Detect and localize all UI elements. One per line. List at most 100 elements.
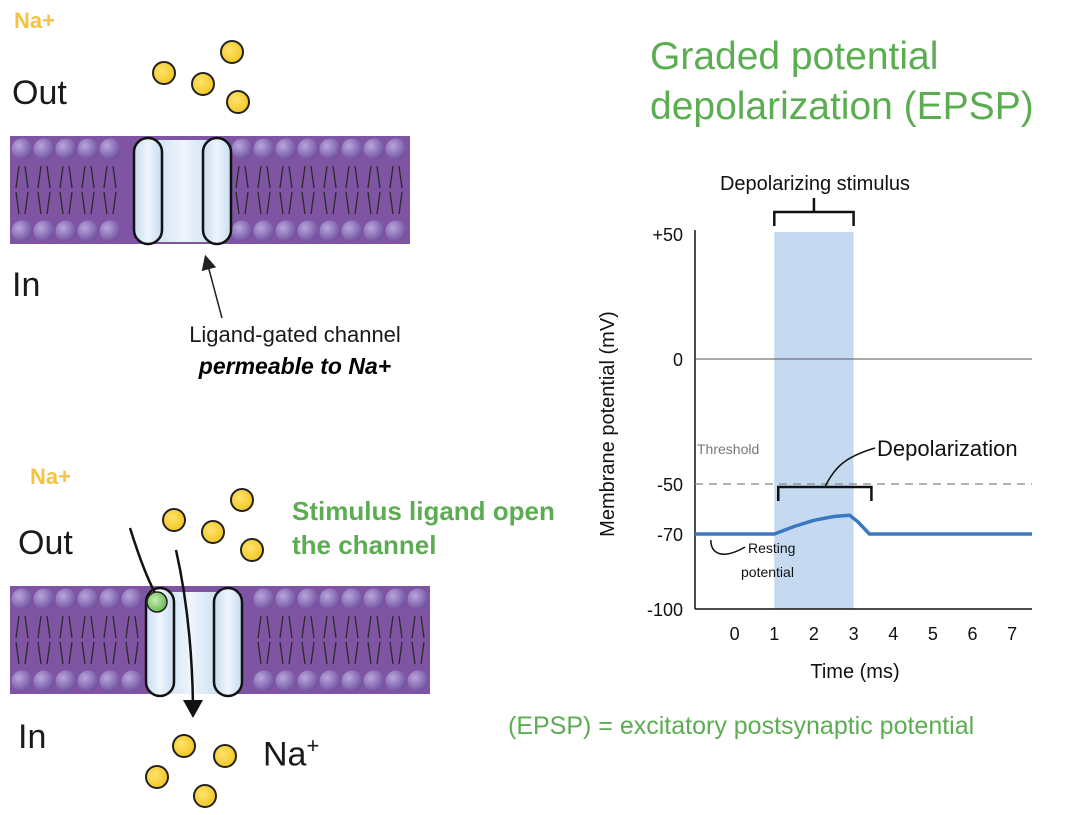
- lipid-head: [253, 588, 275, 610]
- threshold-label: Threshold: [697, 441, 759, 457]
- depolarization-label: Depolarization: [877, 436, 1018, 461]
- x-tick-label: 4: [888, 624, 898, 644]
- lipid-head: [319, 220, 341, 242]
- lipid-head: [11, 588, 33, 610]
- lipid-head: [33, 220, 55, 242]
- lipid-head: [231, 138, 253, 160]
- bottom-out-label: Out: [18, 524, 73, 562]
- x-tick-label: 2: [809, 624, 819, 644]
- lipid-head: [99, 670, 121, 692]
- lipid-head: [341, 138, 363, 160]
- lipid-head: [297, 220, 319, 242]
- lipid-head: [55, 220, 77, 242]
- y-tick-label: -50: [657, 475, 683, 495]
- lipid-head: [55, 588, 77, 610]
- membrane-potential-trace: [695, 513, 1032, 536]
- lipid-head: [33, 138, 55, 160]
- x-tick-label: 6: [968, 624, 978, 644]
- lipid-head: [11, 670, 33, 692]
- lipid-head: [407, 588, 429, 610]
- lipid-head: [363, 670, 385, 692]
- stimulus-band: [774, 232, 854, 609]
- lipid-head: [253, 138, 275, 160]
- x-ticks: 0 1 2 3 4 5 6 7: [730, 624, 1018, 644]
- bottom-in-label: In: [18, 718, 47, 756]
- lipid-head: [55, 138, 77, 160]
- lipid-head: [363, 220, 385, 242]
- y-tick-label: 0: [673, 350, 683, 370]
- inside-sodium-label: Na+: [263, 733, 319, 774]
- lipid-head: [99, 588, 121, 610]
- y-axis-label: Membrane potential (mV): [597, 311, 619, 537]
- top-sodium-ions: [152, 40, 250, 114]
- lipid-head: [121, 588, 143, 610]
- x-tick-label: 3: [849, 624, 859, 644]
- top-ligand-gated-channel: [132, 136, 233, 246]
- y-tick-label: -70: [657, 525, 683, 545]
- y-tick-label: +50: [652, 225, 683, 245]
- top-sodium-label: Na+: [14, 8, 55, 33]
- channel-caption-permeable: permeable to Na+: [198, 353, 392, 379]
- top-out-label: Out: [12, 74, 67, 112]
- depolarization-bracket: [777, 485, 873, 501]
- resting-label-line2: potential: [741, 564, 794, 580]
- lipid-head: [297, 670, 319, 692]
- channel-pointer-arrow: [201, 254, 223, 319]
- y-tick-label: -100: [647, 600, 683, 620]
- bottom-sodium-label: Na+: [30, 464, 71, 489]
- lipid-head: [11, 138, 33, 160]
- lipid-head: [253, 670, 275, 692]
- resting-label-line1: Resting: [748, 540, 795, 556]
- lipid-head: [275, 220, 297, 242]
- lipid-head: [319, 588, 341, 610]
- bound-ligand: [146, 591, 168, 613]
- channel-caption: Ligand-gated channel: [189, 322, 401, 347]
- lipid-head: [77, 138, 99, 160]
- lipid-head: [385, 220, 407, 242]
- lipid-head: [297, 588, 319, 610]
- top-in-label: In: [12, 266, 41, 304]
- stimulus-ligand-note: Stimulus ligand open the channel: [292, 496, 555, 560]
- stimulus-label: Depolarizing stimulus: [720, 173, 910, 195]
- x-axis-label: Time (ms): [810, 661, 899, 683]
- stimulus-bracket: [773, 198, 855, 226]
- x-tick-label: 1: [769, 624, 779, 644]
- lipid-head: [231, 220, 253, 242]
- lipid-head: [253, 220, 275, 242]
- x-tick-label: 0: [730, 624, 740, 644]
- lipid-head: [11, 220, 33, 242]
- resting-leader: [710, 539, 746, 555]
- depolarization-leader: [824, 447, 876, 488]
- lipid-head: [121, 670, 143, 692]
- lipid-head: [407, 670, 429, 692]
- lipid-head: [33, 588, 55, 610]
- lipid-head: [363, 138, 385, 160]
- lipid-head: [341, 588, 363, 610]
- lipid-head: [341, 220, 363, 242]
- lipid-head: [385, 670, 407, 692]
- lipid-head: [275, 138, 297, 160]
- inside-sodium-charge: +: [306, 733, 320, 758]
- lipid-head: [275, 670, 297, 692]
- lipid-head: [319, 670, 341, 692]
- lipid-head: [77, 588, 99, 610]
- y-ticks: +50 0 -50 -70 -100: [647, 225, 683, 620]
- lipid-head: [99, 138, 121, 160]
- lipid-head: [77, 670, 99, 692]
- bottom-inside-sodium-ions: [145, 734, 237, 808]
- lipid-head: [33, 670, 55, 692]
- epsp-chart: 0 1 2 3 4 5 6 7 +50 0 -50 -70 -100 Depolarizing sti…: [597, 173, 1032, 683]
- epsp-definition: (EPSP) = excitatory postsynaptic potenti…: [508, 712, 975, 740]
- inside-sodium-symbol: Na: [263, 735, 307, 774]
- lipid-head: [319, 138, 341, 160]
- lipid-head: [385, 588, 407, 610]
- lipid-head: [297, 138, 319, 160]
- x-tick-label: 7: [1007, 624, 1017, 644]
- x-tick-label: 5: [928, 624, 938, 644]
- lipid-head: [55, 670, 77, 692]
- lipid-head: [77, 220, 99, 242]
- lipid-head: [275, 588, 297, 610]
- bottom-outside-sodium-ions: [162, 488, 264, 562]
- page-title: Graded potential depolarization (EPSP): [650, 35, 1034, 128]
